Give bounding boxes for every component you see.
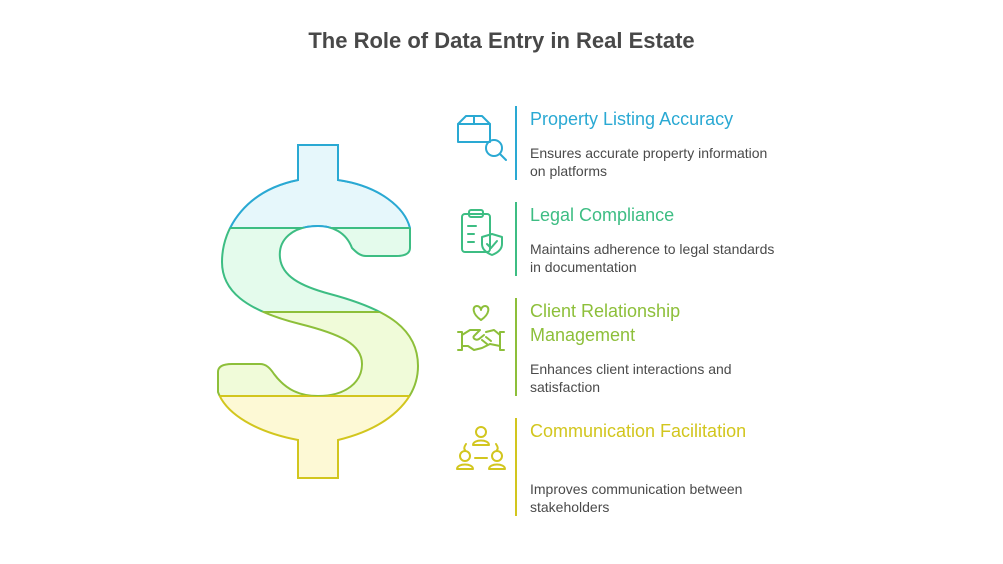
- handshake-heart-icon: [457, 305, 505, 351]
- people-network-icon: [456, 426, 506, 470]
- item-heading: Property Listing Accuracy: [530, 109, 734, 129]
- dollar-sign-graphic: [217, 144, 419, 479]
- item-description: Maintains adherence to legal standards i…: [530, 241, 775, 275]
- item-description: Ensures accurate property information on…: [530, 145, 768, 179]
- accent-bar: [515, 106, 517, 180]
- item-description: Enhances client interactions and satisfa…: [530, 361, 732, 395]
- clipboard-shield-icon: [461, 209, 503, 256]
- item-description: Improves communication between stakehold…: [530, 481, 743, 515]
- band-green: [218, 228, 418, 312]
- accent-bar: [515, 202, 517, 276]
- accent-bar: [515, 418, 517, 516]
- page-title: The Role of Data Entry in Real Estate: [308, 28, 695, 53]
- item-heading: Client Relationship Management: [530, 301, 681, 345]
- band-yellow: [218, 396, 418, 478]
- box-search-icon: [457, 115, 507, 161]
- item-heading: Communication Facilitation: [530, 421, 747, 441]
- accent-bar: [515, 298, 517, 396]
- item-heading: Legal Compliance: [530, 205, 675, 225]
